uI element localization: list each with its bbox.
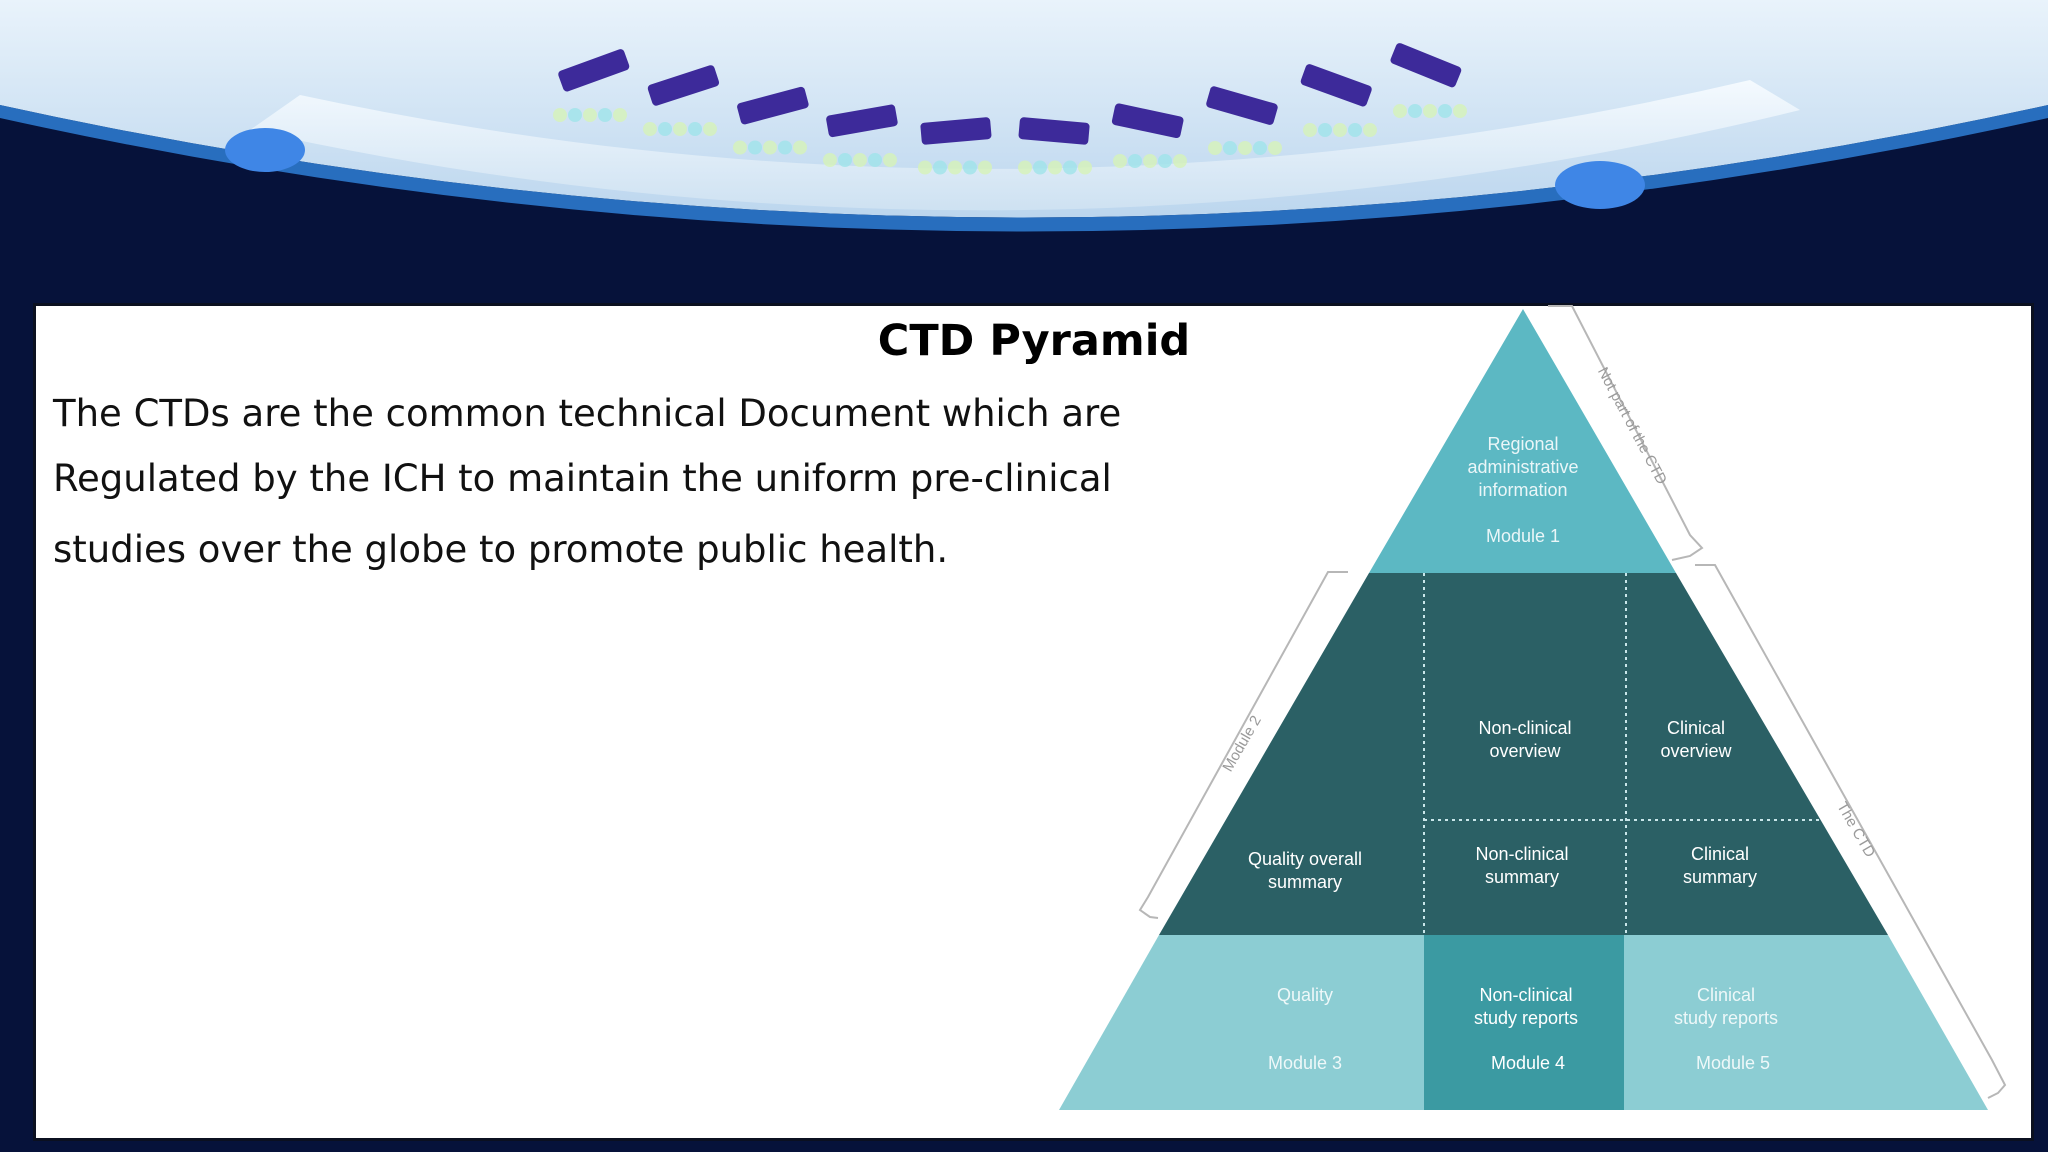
sample-strip-label xyxy=(737,86,809,125)
sample-tube xyxy=(1438,104,1452,118)
sample-tube xyxy=(1143,154,1157,168)
sample-tube xyxy=(918,160,932,175)
module5-line-2: study reports xyxy=(1674,1008,1778,1028)
sample-tube xyxy=(793,140,807,155)
module3-block xyxy=(1059,935,1424,1110)
bracket-the-ctd xyxy=(1695,564,2007,1099)
bracket-not-part-of-ctd xyxy=(1548,305,1704,561)
sample-tube xyxy=(568,108,582,122)
sample-tube xyxy=(1423,104,1437,118)
nonclinical-overview-line-2: overview xyxy=(1489,741,1561,761)
sample-tube xyxy=(1253,141,1267,155)
sample-strip-label xyxy=(1018,117,1090,145)
the-ctd-bracket-label: The CTD xyxy=(1833,799,1878,860)
sample-tube xyxy=(1033,160,1047,175)
sample-tube xyxy=(1208,141,1222,155)
nonclinical-summary-line-2: summary xyxy=(1485,867,1559,887)
sample-tube xyxy=(1048,160,1062,175)
sample-tube xyxy=(1158,154,1172,168)
sample-tube xyxy=(658,122,672,136)
sample-tube xyxy=(778,140,792,155)
sample-tube xyxy=(643,122,657,136)
sample-tube xyxy=(868,153,882,167)
sample-strip-label xyxy=(826,104,898,138)
module4-label: Module 4 xyxy=(1491,1053,1565,1073)
module4-line-2: study reports xyxy=(1474,1008,1578,1028)
sample-tube xyxy=(583,108,597,122)
module1-line-1: Regional xyxy=(1487,434,1558,454)
sample-tube xyxy=(1318,123,1332,137)
nonclinical-overview-line-1: Non-clinical xyxy=(1478,718,1571,738)
sample-tube xyxy=(948,160,962,175)
sample-tube xyxy=(883,153,897,167)
sample-tube xyxy=(1453,104,1467,118)
module4-block xyxy=(1424,935,1624,1110)
sample-tube xyxy=(1303,123,1317,137)
sample-tube xyxy=(1063,160,1077,175)
clinical-overview-line-2: overview xyxy=(1660,741,1732,761)
nonclinical-summary-line-1: Non-clinical xyxy=(1475,844,1568,864)
slide-title: CTD Pyramid xyxy=(877,316,1191,366)
sample-strip-label xyxy=(920,117,992,145)
clinical-overview-line-1: Clinical xyxy=(1667,718,1725,738)
body-text-line-1: The CTDs are the common technical Docume… xyxy=(53,392,1122,435)
sample-tube xyxy=(1223,141,1237,155)
sample-tube xyxy=(978,160,992,175)
sample-strip-label xyxy=(647,65,720,106)
sample-tube xyxy=(1268,141,1282,155)
body-text-line-2: Regulated by the ICH to maintain the uni… xyxy=(53,457,1112,500)
sample-tube xyxy=(838,153,852,167)
sample-strip-label xyxy=(558,49,630,92)
sample-tube xyxy=(673,122,687,136)
sample-tube xyxy=(1363,123,1377,137)
sample-strip-label xyxy=(1206,86,1278,125)
module5-block xyxy=(1624,935,1988,1110)
sample-strip-label xyxy=(1300,64,1372,107)
sample-tube xyxy=(1408,104,1422,118)
sample-tube xyxy=(1173,154,1187,168)
body-text-line-3: studies over the globe to promote public… xyxy=(53,528,949,571)
module5-line-1: Clinical xyxy=(1697,985,1755,1005)
quality-overall-summary-line-1: Quality overall xyxy=(1248,849,1362,869)
sample-tube xyxy=(598,108,612,122)
sample-strip-label xyxy=(1390,43,1462,88)
sample-tube xyxy=(703,122,717,136)
sample-tube xyxy=(1128,154,1142,168)
clinical-summary-line-1: Clinical xyxy=(1691,844,1749,864)
sample-tube xyxy=(1018,160,1032,175)
sample-tube xyxy=(553,108,567,122)
sample-tube xyxy=(1238,141,1252,155)
sample-tube xyxy=(1113,154,1127,168)
sample-tube xyxy=(823,153,837,167)
module3-label: Module 3 xyxy=(1268,1053,1342,1073)
module1-line-2: administrative xyxy=(1467,457,1578,477)
sample-tube xyxy=(613,108,627,122)
quality-overall-summary-line-2: summary xyxy=(1268,872,1342,892)
sample-tube xyxy=(963,160,977,175)
sample-tube xyxy=(933,160,947,175)
module1-label: Module 1 xyxy=(1486,526,1560,546)
clinical-summary-line-2: summary xyxy=(1683,867,1757,887)
sample-tube xyxy=(763,140,777,155)
sample-tube xyxy=(688,122,702,136)
module3-line-1: Quality xyxy=(1277,985,1333,1005)
sample-strip-label xyxy=(1111,103,1184,139)
module5-label: Module 5 xyxy=(1696,1053,1770,1073)
sample-tube xyxy=(1393,104,1407,118)
sample-tube xyxy=(1333,123,1347,137)
bracket-module2 xyxy=(1138,571,1348,919)
module1-tier xyxy=(1369,309,1676,573)
sample-tube xyxy=(748,140,762,155)
lab-tray-banner-image xyxy=(0,0,2048,300)
module1-line-3: information xyxy=(1478,480,1567,500)
sample-tube xyxy=(1348,123,1362,137)
sample-tube xyxy=(1078,160,1092,175)
sample-tube xyxy=(853,153,867,167)
sample-tube xyxy=(733,140,747,155)
module4-line-1: Non-clinical xyxy=(1479,985,1572,1005)
module2-tier xyxy=(1159,573,1888,935)
